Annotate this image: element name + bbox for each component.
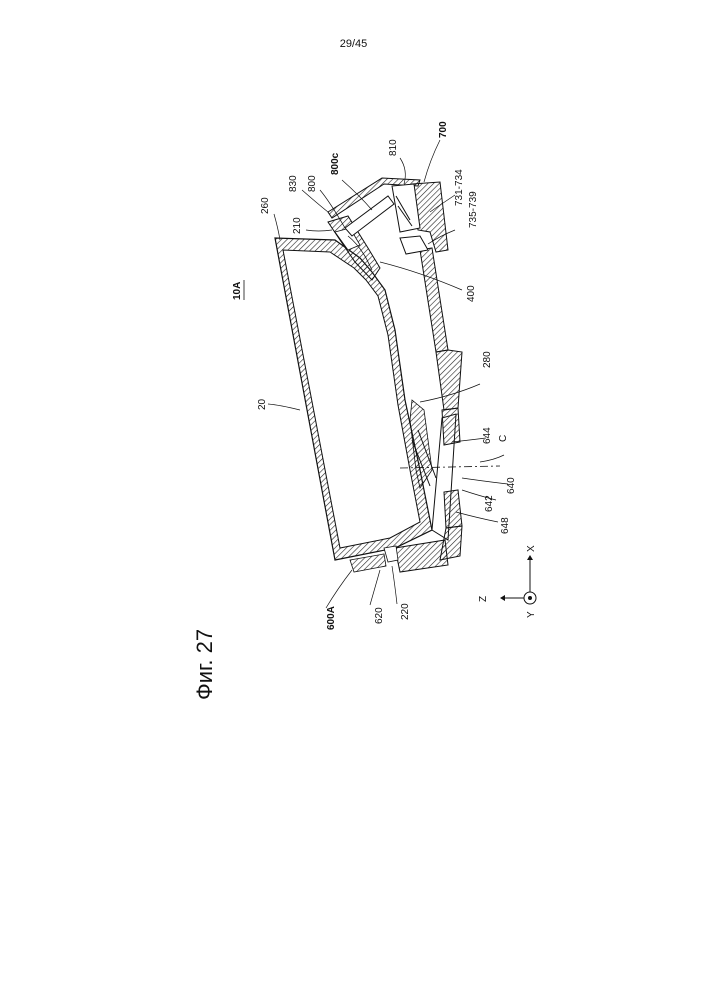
label-700: 700 — [438, 121, 449, 138]
label-C: C — [498, 435, 509, 442]
label-220: 220 — [400, 603, 411, 620]
label-280: 280 — [482, 351, 493, 368]
figure-title: Фиг. 27 — [192, 629, 217, 700]
label-600A: 600A — [326, 606, 337, 630]
contact-mechanism — [392, 182, 448, 254]
label-800c: 800c — [330, 152, 341, 175]
label-648: 648 — [500, 517, 511, 534]
label-620: 620 — [374, 607, 385, 624]
label-810: 810 — [388, 139, 399, 156]
axis-indicator: Z X Y — [478, 545, 537, 618]
label-830: 830 — [288, 175, 299, 192]
label-260: 260 — [260, 197, 271, 214]
cartridge-body — [275, 238, 432, 560]
label-20: 20 — [257, 398, 268, 410]
label-642: 642 — [484, 495, 495, 512]
label-400: 400 — [466, 285, 477, 302]
label-644: 644 — [482, 427, 493, 444]
axis-x-label: X — [526, 545, 537, 552]
holder-wall — [420, 248, 462, 410]
axis-z-label: Z — [478, 596, 489, 602]
label-735-739: 735-739 — [468, 191, 479, 228]
label-210: 210 — [292, 217, 303, 234]
axis-y-label: Y — [526, 611, 537, 618]
label-640: 640 — [506, 477, 517, 494]
label-800: 800 — [307, 175, 318, 192]
assembly-label: 10A — [232, 282, 243, 300]
label-731-734: 731-734 — [454, 169, 465, 206]
